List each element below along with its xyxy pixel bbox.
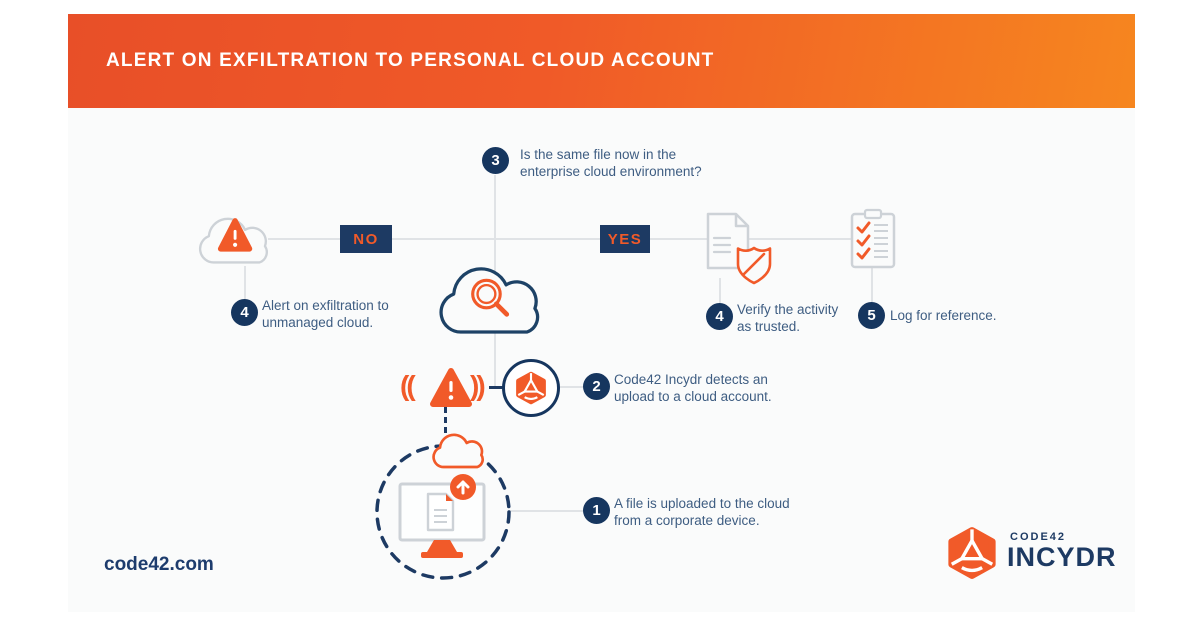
step-5-number: 5 [867,307,876,324]
connector-main-horizontal [268,238,872,240]
step-3-line2: enterprise cloud environment? [520,164,702,179]
upload-cloud-icon [432,428,488,475]
step-4-right-number: 4 [715,308,724,325]
step-1-text: A file is uploaded to the cloud from a c… [614,495,790,529]
step-1-line2: from a corporate device. [614,513,760,528]
yes-badge: YES [600,225,650,253]
step-4-left-number: 4 [240,304,249,321]
step-4-left-text: Alert on exfiltration to unmanaged cloud… [262,297,389,331]
website-link[interactable]: code42.com [104,554,214,575]
step-circle-5: 5 [858,302,885,329]
connector-clipboard-vertical [871,266,873,302]
clipboard-check-icon [849,208,897,275]
step-4-right-line1: Verify the activity [737,302,839,317]
step-3-number: 3 [491,152,500,169]
step-circle-4-left: 4 [231,299,258,326]
yes-badge-label: YES [607,230,643,248]
step-1-number: 1 [592,502,601,519]
step-4-right-line2: as trusted. [737,319,801,334]
step-4-left-line1: Alert on exfiltration to [262,298,389,313]
incydr-badge-icon [502,359,560,417]
step-circle-3: 3 [482,147,509,174]
step-2-line2: upload to a cloud account. [614,389,772,404]
step-circle-1: 1 [583,497,610,524]
connector-badge-to-step2 [556,386,584,388]
monitor-upload-icon [396,470,488,567]
step-3-line1: Is the same file now in the [520,147,677,162]
step-circle-4-right: 4 [706,303,733,330]
incydr-logo-mark [945,526,999,585]
connector-alert-to-badge [489,386,504,389]
broadcast-right-icon: )) [470,370,486,401]
page-title: ALERT ON EXFILTRATION TO PERSONAL CLOUD … [106,50,715,71]
alert-cloud-icon [198,206,274,275]
no-badge: NO [340,225,392,253]
document-shield-icon [700,210,778,305]
step-2-number: 2 [592,378,601,395]
alert-broadcast-icon [428,366,474,415]
connector-docshield-vertical [719,278,721,304]
step-5-text: Log for reference. [890,307,997,324]
no-badge-label: NO [353,230,379,248]
step-circle-2: 2 [583,373,610,400]
step-5-line1: Log for reference. [890,308,997,323]
header-banner: ALERT ON EXFILTRATION TO PERSONAL CLOUD … [68,14,1135,108]
step-1-line1: A file is uploaded to the cloud [614,496,790,511]
connector-dashed-vertical [444,407,447,433]
search-cloud-icon [438,256,548,341]
step-2-line1: Code42 Incydr detects an [614,372,768,387]
broadcast-left-icon: (( [400,370,416,401]
logo-incydr-text: INCYDR [1007,542,1117,572]
connector-circle-to-step1 [508,510,584,512]
connector-alertcloud-vertical [244,266,246,300]
step-3-text: Is the same file now in the enterprise c… [520,146,702,180]
logo-code42-text: CODE42 [1010,531,1067,543]
step-4-right-text: Verify the activity as trusted. [737,301,838,335]
step-2-text: Code42 Incydr detects an upload to a clo… [614,371,772,405]
step-4-left-line2: unmanaged cloud. [262,315,374,330]
